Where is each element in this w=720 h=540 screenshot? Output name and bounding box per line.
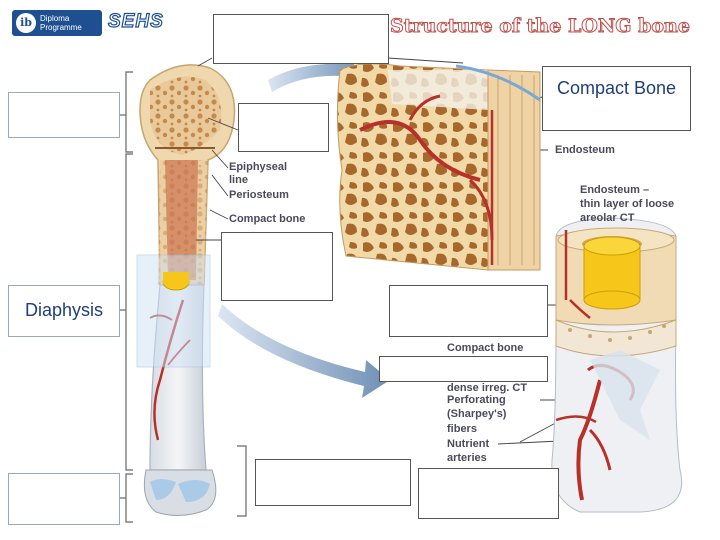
answer-box-epiphysis-bottom[interactable] [8, 473, 120, 525]
answer-box-medullary[interactable] [221, 232, 333, 301]
label-nutrient-1: Nutrient [447, 438, 490, 450]
answer-box-diaphysis[interactable]: Diaphysis [8, 285, 120, 337]
answer-box-top[interactable] [213, 14, 389, 64]
label-compact-bone-right: Compact bone [447, 342, 524, 354]
ib-logo-mark: ib [16, 13, 36, 33]
ib-logo-text: Diploma Programme [40, 14, 98, 32]
course-name: SEHS [107, 10, 164, 32]
diaphysis-box-label: Diaphysis [24, 300, 104, 320]
compact-bone-box-label: Compact Bone [556, 78, 677, 98]
articular-cartilage-left [150, 479, 176, 500]
answer-box-cartilage[interactable] [255, 459, 411, 506]
label-compact-bone-top: Compact bone [229, 213, 306, 225]
section-highlight [136, 254, 211, 368]
answer-box-epiphysis-left[interactable] [8, 92, 120, 138]
ib-logo-line1: Diploma [40, 14, 70, 23]
marrow-cavity [165, 160, 198, 280]
answer-box-bottom-right[interactable] [418, 468, 559, 519]
region-brackets [120, 71, 247, 523]
label-perforating-2: (Sharpey's) [447, 408, 507, 420]
label-epiphyseal-line-2: line [229, 174, 248, 186]
spongy-bone-closeup [336, 63, 541, 271]
label-nutrient-2: arteries [447, 452, 487, 464]
label-periosteum: Periosteum [229, 189, 289, 201]
spongy-bone-head [150, 76, 222, 155]
label-endosteum: Endosteum [555, 144, 615, 156]
zoom-arrow-bottom [218, 304, 390, 398]
ib-sehs-logo: ib Diploma Programme SEHS [12, 10, 163, 38]
label-endosteum-desc-1: Endosteum – [580, 184, 650, 196]
diaphysis-bracket [125, 153, 133, 471]
zoom-arrow-top [268, 54, 362, 92]
ib-logo-line2: Programme [40, 23, 82, 32]
label-epiphyseal-line-1: Epiphyseal [229, 161, 288, 173]
label-endosteum-desc-3: areolar CT [580, 212, 635, 224]
label-perforating-3: fibers [447, 423, 477, 435]
epiphysis-bracket-top [125, 71, 133, 153]
articular-cartilage-right [178, 480, 210, 502]
answer-box-periosteum[interactable] [379, 356, 548, 382]
long-bone-illustration [136, 64, 236, 516]
answer-box-spongy[interactable] [238, 103, 329, 152]
epiphysis-bracket-bottom [125, 473, 133, 523]
epiphysis-bracket-right [237, 445, 247, 517]
ib-logo-badge: ib Diploma Programme [12, 10, 102, 36]
page-title: Structure of the LONG bone [390, 15, 691, 38]
label-endosteum-desc-2: thin layer of loose [580, 198, 675, 210]
answer-box-compact-bone[interactable]: Compact Bone [542, 66, 691, 131]
label-perforating-1: Perforating [447, 394, 506, 406]
shaft-section-closeup [551, 217, 682, 513]
label-dense-irreg-ct: dense irreg. CT [447, 382, 528, 394]
answer-box-marrow[interactable] [389, 285, 548, 337]
